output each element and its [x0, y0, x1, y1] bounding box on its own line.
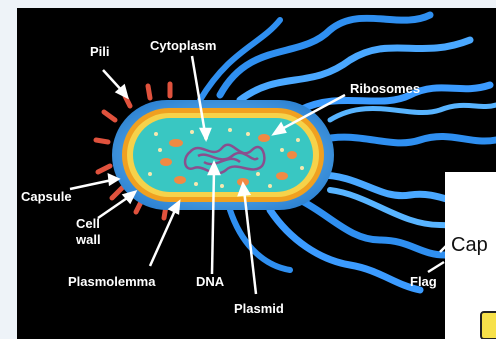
overlapping-card: Cap: [445, 172, 496, 339]
partial-icon: [479, 310, 496, 339]
label-plasmid: Plasmid: [234, 301, 284, 316]
cytoplasm-layer: [133, 118, 313, 192]
label-cytoplasm: Cytoplasm: [150, 38, 216, 53]
overlay-partial-text: Cap: [451, 234, 488, 257]
label-ribosomes: Ribosomes: [350, 81, 420, 96]
label-capsule: Capsule: [21, 189, 72, 204]
label-flagella-partial: Flag: [410, 274, 437, 289]
label-cell-wall-line1: Cell: [76, 216, 100, 231]
label-dna: DNA: [196, 274, 225, 289]
label-pili: Pili: [90, 44, 110, 59]
label-plasmolemma: Plasmolemma: [68, 274, 156, 289]
label-cell-wall-line2: wall: [75, 232, 101, 247]
